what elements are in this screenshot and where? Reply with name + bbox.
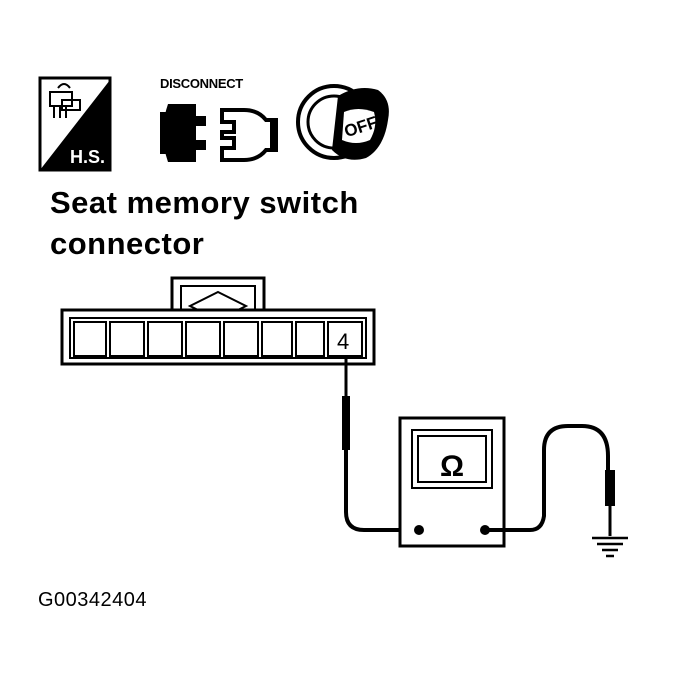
disconnect-connector-icon: DISCONNECT [160,76,278,162]
seat-memory-switch-connector: 4 [60,276,376,366]
terminal-4-label: 4 [337,329,349,354]
title-line-2: connector [50,226,204,261]
ignition-key-off-icon: OFF [296,84,389,160]
connector-terminals [73,321,363,357]
disconnect-label: DISCONNECT [160,76,243,91]
ground-symbol-icon [592,536,628,558]
title-line-1: Seat memory switch [50,185,359,220]
positive-probe [342,356,416,532]
hs-label: H.S. [70,147,105,167]
figure-id: G00342404 [38,589,147,611]
ohmmeter: Ω [398,416,506,548]
meter-terminal-positive [414,525,424,535]
harness-side-icon: H.S. [38,76,112,172]
ground-probe [485,424,615,536]
ohm-symbol: Ω [440,450,464,483]
